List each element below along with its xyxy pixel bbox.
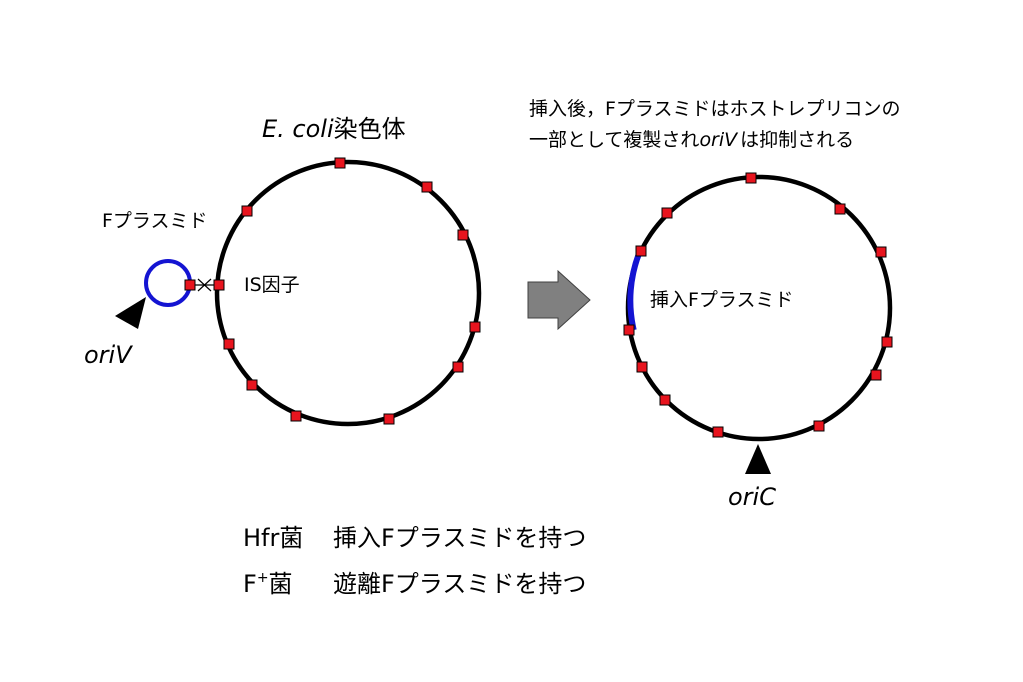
chromosome-circle [214, 159, 482, 427]
inserted-plasmid-label: 挿入Fプラスミド [650, 289, 794, 311]
caption-line-1: 挿入後，Fプラスミドはホストレプリコンの [529, 98, 901, 120]
ori-c-label: oriC [728, 483, 776, 511]
f-plasmid-label: Fプラスミド [102, 210, 208, 232]
f-plasmid-circle [144, 259, 192, 307]
is-markers-right [623, 172, 893, 438]
crossover-icon [195, 278, 214, 292]
plasmid-is-marker [184, 279, 196, 291]
fplus-description: 遊離Fプラスミドを持つ [333, 570, 586, 598]
is-marker [383, 413, 395, 425]
is-marker [881, 336, 893, 348]
is-marker [712, 426, 724, 438]
is-marker [290, 410, 302, 422]
triangle-pointer-icon [745, 444, 771, 474]
is-marker [636, 361, 648, 373]
is-marker [421, 181, 433, 193]
is-marker [223, 338, 235, 350]
is-marker [241, 205, 253, 217]
is-markers-left [213, 157, 481, 425]
hfr-description: 挿入Fプラスミドを持つ [333, 524, 586, 552]
is-marker [834, 203, 846, 215]
right-arrow-icon [527, 269, 591, 331]
is-marker [623, 324, 635, 336]
is-marker [334, 157, 346, 169]
is-marker [659, 394, 671, 406]
is-marker [246, 379, 258, 391]
chromosome-title: E. coli染色体 [262, 115, 406, 143]
is-marker [813, 420, 825, 432]
triangle-pointer-icon [115, 297, 146, 329]
ori-v-label: oriV [84, 341, 133, 369]
is-marker [875, 246, 887, 258]
is-marker [213, 279, 225, 291]
hfr-name: Hfr菌 [243, 524, 303, 552]
is-marker [745, 172, 757, 184]
is-marker [635, 245, 647, 257]
inserted-plasmid-segment [627, 249, 643, 331]
is-element-label: IS因子 [244, 274, 300, 296]
is-marker [661, 207, 673, 219]
is-marker [469, 321, 481, 333]
fplus-name: F+菌 [243, 570, 293, 598]
is-marker [457, 229, 469, 241]
is-marker [870, 369, 882, 381]
is-marker [452, 361, 464, 373]
